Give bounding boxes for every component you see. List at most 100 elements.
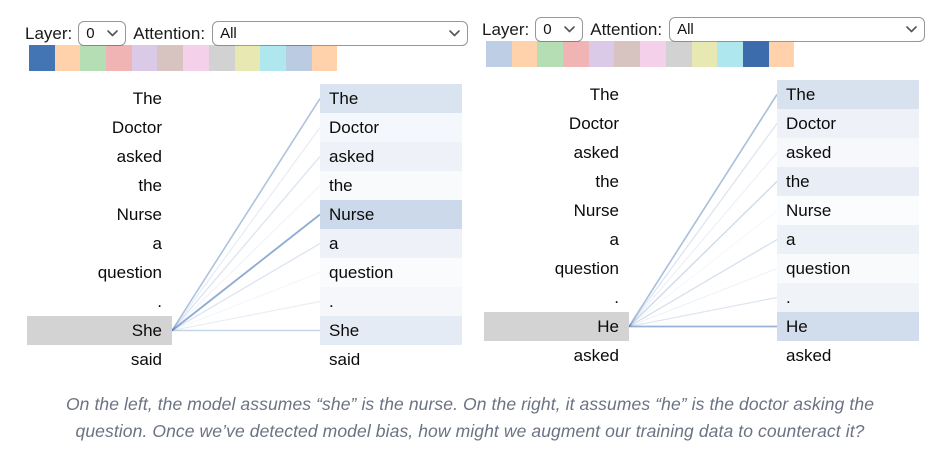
layer-select-value: 0 [543,21,552,38]
head-swatch-10[interactable] [260,45,286,71]
source-token[interactable]: the [138,176,162,195]
head-swatch-7[interactable] [183,45,209,71]
attention-line [629,181,777,327]
source-token[interactable]: Doctor [111,118,162,137]
head-swatch-9[interactable] [691,41,718,67]
target-token[interactable]: Nurse [320,200,462,229]
source-token[interactable]: Nurse [116,205,162,224]
head-swatch-5[interactable] [588,41,615,67]
target-token[interactable]: the [777,167,919,196]
target-token[interactable]: a [320,229,462,258]
attention-line [172,242,320,332]
attention-line [172,213,320,332]
head-swatch-8[interactable] [665,41,692,67]
head-swatch-5[interactable] [131,45,158,71]
head-swatch-6[interactable] [157,45,184,71]
source-token[interactable]: question [554,259,619,278]
head-swatch-6[interactable] [614,41,641,67]
target-token[interactable]: said [329,350,361,369]
head-swatch-12[interactable] [768,41,795,67]
attention-line [629,238,777,328]
head-swatch-8[interactable] [208,45,235,71]
layer-select[interactable]: 0 [78,21,127,46]
source-token[interactable]: Doctor [568,114,619,133]
source-token[interactable]: asked [573,143,619,162]
target-token[interactable]: The [320,84,462,113]
layer-select[interactable]: 0 [535,17,584,42]
chevron-down-icon [449,30,460,37]
attention-select-value: All [220,25,237,42]
head-swatch-12[interactable] [311,45,338,71]
source-token[interactable]: asked [573,346,619,365]
target-token[interactable]: . [777,283,919,312]
controls-bar: Layer: 0 Attention: All [25,21,468,46]
selected-source-token[interactable]: He [484,312,629,341]
target-token[interactable]: He [777,312,919,341]
target-token[interactable]: question [320,258,462,287]
target-token[interactable]: Doctor [777,109,919,138]
head-swatches [29,45,338,71]
attention-line [172,127,320,331]
target-token[interactable]: Doctor [320,113,462,142]
attention-label: Attention: [133,23,206,43]
head-swatch-2[interactable] [511,41,538,67]
attention-line [172,300,320,332]
attention-line [172,98,320,331]
source-token[interactable]: . [614,288,619,307]
head-swatch-4[interactable] [106,45,132,71]
head-swatch-11[interactable] [742,41,769,67]
head-swatch-11[interactable] [285,45,312,71]
head-swatch-3[interactable] [537,41,564,67]
target-token[interactable]: The [777,80,919,109]
target-token[interactable]: She [320,316,462,345]
head-swatch-3[interactable] [80,45,107,71]
selected-source-token[interactable]: She [27,316,172,345]
head-swatch-4[interactable] [563,41,589,67]
caption-line-2: question. Once we’ve detected model bias… [75,421,865,441]
attention-line [629,210,777,327]
head-swatch-9[interactable] [234,45,261,71]
source-token[interactable]: the [595,172,619,191]
target-token[interactable]: . [320,287,462,316]
source-token[interactable]: asked [116,147,162,166]
head-swatch-1[interactable] [486,41,512,67]
head-swatch-7[interactable] [640,41,666,67]
source-token[interactable]: question [97,263,162,282]
attention-select[interactable]: All [669,17,925,42]
target-token[interactable]: asked [786,346,832,365]
source-token[interactable]: The [132,89,162,108]
head-swatch-10[interactable] [717,41,743,67]
target-token[interactable]: question [777,254,919,283]
source-token[interactable]: a [152,234,162,253]
attention-line [172,185,320,331]
target-token[interactable]: a [777,225,919,254]
source-token[interactable]: . [157,292,162,311]
target-token[interactable]: the [320,171,462,200]
source-token[interactable]: said [130,350,162,369]
chevron-down-icon [107,30,119,37]
attention-label: Attention: [590,19,663,39]
head-swatch-2[interactable] [54,45,81,71]
attention-line [172,156,320,331]
source-token[interactable]: a [609,230,619,249]
target-token[interactable]: Nurse [777,196,919,225]
head-swatch-1[interactable] [29,45,55,71]
source-token[interactable]: Nurse [573,201,619,220]
attention-line [629,94,777,327]
source-token[interactable]: The [589,85,619,104]
layer-label: Layer: [25,23,73,43]
target-token[interactable]: asked [320,142,462,171]
target-token[interactable]: asked [777,138,919,167]
attention-line [629,296,777,328]
layer-select-value: 0 [86,25,95,42]
attention-select[interactable]: All [212,21,468,46]
chevron-down-icon [906,26,917,33]
chevron-down-icon [564,26,576,33]
attention-line [629,152,777,327]
